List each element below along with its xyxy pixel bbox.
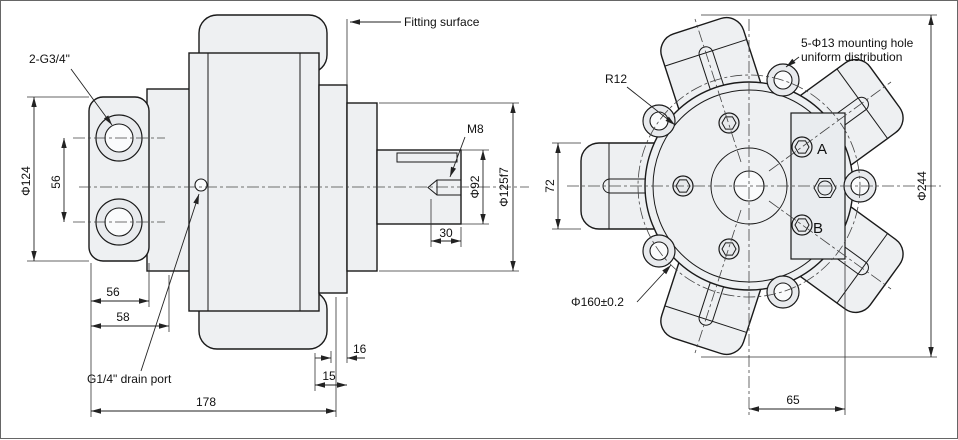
mounting-hole-note-line2: uniform distribution: [801, 50, 902, 64]
side-view-dimensions: Fitting surface 2-G3/4" Φ124 56 56 58 G1…: [19, 15, 519, 417]
dim-h56: 56: [106, 285, 120, 299]
r12-label: R12: [605, 72, 627, 86]
dim-phi244: Φ244: [915, 171, 929, 201]
port-a-label: A: [817, 141, 827, 158]
dim-d15: 15: [322, 369, 336, 383]
fitting-surface-label: Fitting surface: [404, 15, 480, 29]
dim-h178: 178: [196, 395, 216, 409]
bolt-circle: [637, 74, 861, 298]
dim-v72: 72: [543, 179, 557, 193]
front-view: A B: [567, 16, 941, 415]
drain-port-label: G1/4" drain port: [87, 372, 172, 386]
ports-label: 2-G3/4": [29, 52, 70, 66]
mounting-hole-note-line1: 5-Φ13 mounting hole: [801, 36, 914, 50]
dim-d30: 30: [439, 226, 453, 240]
dim-h58: 58: [116, 310, 130, 324]
dim-phi160: Φ160±0.2: [571, 295, 624, 309]
mounting-flange: [318, 84, 348, 294]
front-view-dimensions: R12 5-Φ13 mounting hole uniform distribu…: [543, 14, 937, 415]
side-view: [73, 14, 529, 350]
m8-label: M8: [467, 122, 484, 136]
dim-v56: 56: [49, 175, 63, 189]
drain-port-hole: [194, 178, 208, 192]
port-b-label: B: [813, 220, 823, 237]
dim-phi124: Φ124: [19, 166, 33, 196]
dim-phi125f7: Φ125f7: [497, 167, 511, 207]
adapter-flange: [146, 88, 192, 272]
cover-bolts: [672, 112, 813, 260]
dim-h65: 65: [786, 393, 800, 407]
m8-tapped-hole: [427, 179, 461, 196]
hex-plug: [813, 178, 837, 198]
dim-phi92: Φ92: [468, 175, 482, 198]
dim-d16: 16: [353, 342, 367, 356]
